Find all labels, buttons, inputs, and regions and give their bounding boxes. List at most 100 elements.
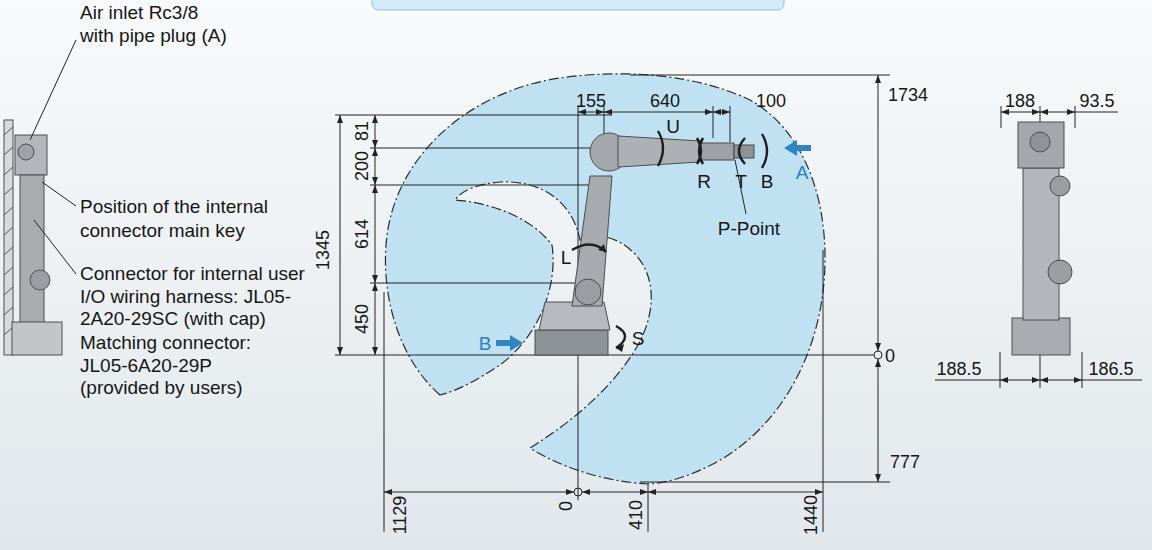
robot-front-view (1018, 122, 1064, 168)
origin-marker (574, 351, 882, 496)
extension-lines (384, 292, 385, 532)
origin-marker (874, 351, 882, 359)
robot-front-view (1050, 176, 1070, 196)
extension-lines (630, 75, 890, 76)
extension-lines (1001, 106, 1002, 128)
wall-mount-view (4, 120, 62, 355)
robot-side-view (700, 143, 734, 160)
dimension-lines (604, 112, 713, 113)
extension-lines (370, 148, 600, 149)
extension-lines (640, 482, 890, 483)
dimension: 0 (557, 501, 575, 511)
extension-lines (335, 115, 612, 116)
view-arrow (784, 140, 811, 156)
robot-side-view (734, 145, 754, 158)
dimension: 1440 (802, 495, 820, 535)
dimension: 100 (756, 92, 786, 110)
dimension: 188 (1005, 92, 1035, 110)
leader-lines (30, 40, 76, 140)
dimension: 640 (650, 92, 680, 110)
robot-front-view (1048, 260, 1072, 284)
robot-front-view (1030, 132, 1050, 152)
robot-front-view (1012, 122, 1072, 355)
dimension: 200 (353, 151, 371, 181)
dimension-lines (340, 115, 341, 355)
wall-mount-view (18, 144, 34, 160)
axis-symbols (572, 131, 767, 348)
axis-symbols (699, 138, 703, 164)
point-label: P-Point (718, 219, 780, 238)
extension-lines (335, 75, 1142, 532)
axis-name: R (697, 172, 711, 191)
dimension: 1734 (888, 86, 928, 104)
dimension-lines (1000, 380, 1040, 381)
callout-note: Air inlet Rc3/8 with pipe plug (A) (80, 1, 232, 47)
dimension-lines (384, 492, 574, 493)
dimension-lines (375, 283, 376, 355)
dimension: 0 (885, 347, 895, 365)
callout-note: Connector for internal user I/O wiring h… (80, 263, 325, 331)
axis-name: U (666, 117, 680, 136)
dimension: 1345 (314, 230, 332, 270)
axis-arrowheads (598, 244, 606, 252)
wall-mount-view (30, 270, 50, 290)
extension-lines (648, 484, 649, 532)
callout-note: Matching connector: JL05-6A20-29P (provi… (80, 332, 280, 400)
wall-mount-view (12, 322, 62, 355)
dimension: 188.5 (936, 360, 981, 378)
wall-mount-view (4, 120, 13, 355)
dimension-lines (878, 359, 879, 482)
extension-lines (730, 106, 731, 142)
axis-symbols (762, 134, 767, 168)
extension-lines (1082, 352, 1083, 388)
banner-bar (372, 0, 784, 10)
callout-note: Position of the internal connector main … (80, 195, 280, 243)
robot-side-view (535, 330, 608, 355)
working-envelope (385, 74, 825, 484)
dimension-lines (375, 185, 376, 283)
robot-side-view (535, 133, 754, 355)
extension-lines (1075, 106, 1076, 128)
robot-side-view (572, 176, 612, 306)
dimension-lines (582, 492, 648, 493)
leader-line (735, 160, 746, 214)
dimension-lines (1001, 112, 1040, 113)
origin-marker (574, 488, 582, 496)
dimension: 1129 (391, 496, 409, 535)
axis-symbols (658, 131, 663, 166)
dimension-lines (713, 112, 730, 113)
view-arrow (496, 335, 523, 351)
dimension-lines (578, 112, 604, 113)
axis-name: S (632, 329, 645, 348)
dimension: 186.5 (1088, 360, 1133, 378)
extension-lines (1075, 112, 1118, 113)
axis-symbols (572, 244, 606, 252)
extension-lines (370, 185, 596, 186)
extension-lines (1000, 352, 1001, 388)
dimension: 410 (627, 500, 645, 530)
dimension-lines (878, 75, 879, 351)
dimension: 777 (890, 453, 920, 471)
view-label: A (796, 163, 809, 182)
dimension-lines (648, 492, 823, 493)
axis-arrowheads (616, 344, 624, 352)
robot-side-view (575, 279, 601, 305)
dimension-lines (1040, 112, 1075, 113)
axis-symbols (739, 138, 745, 164)
extension-lines (713, 106, 714, 138)
dimension-lines (340, 75, 1082, 492)
extension-lines (823, 250, 824, 532)
wall-mount-view (15, 135, 47, 175)
dimension: 614 (353, 219, 371, 249)
leader-lines (30, 40, 76, 274)
view-label: B (479, 334, 492, 353)
axis-arrowheads (598, 244, 624, 352)
dimension-lines (375, 115, 376, 148)
dimension: 155 (576, 92, 606, 110)
dimension: 81 (353, 121, 371, 141)
dimension: 450 (353, 304, 371, 334)
leader-lines (42, 182, 76, 206)
dimension-lines (1040, 380, 1082, 381)
axis-name: L (561, 248, 572, 267)
axis-name: T (735, 172, 747, 191)
